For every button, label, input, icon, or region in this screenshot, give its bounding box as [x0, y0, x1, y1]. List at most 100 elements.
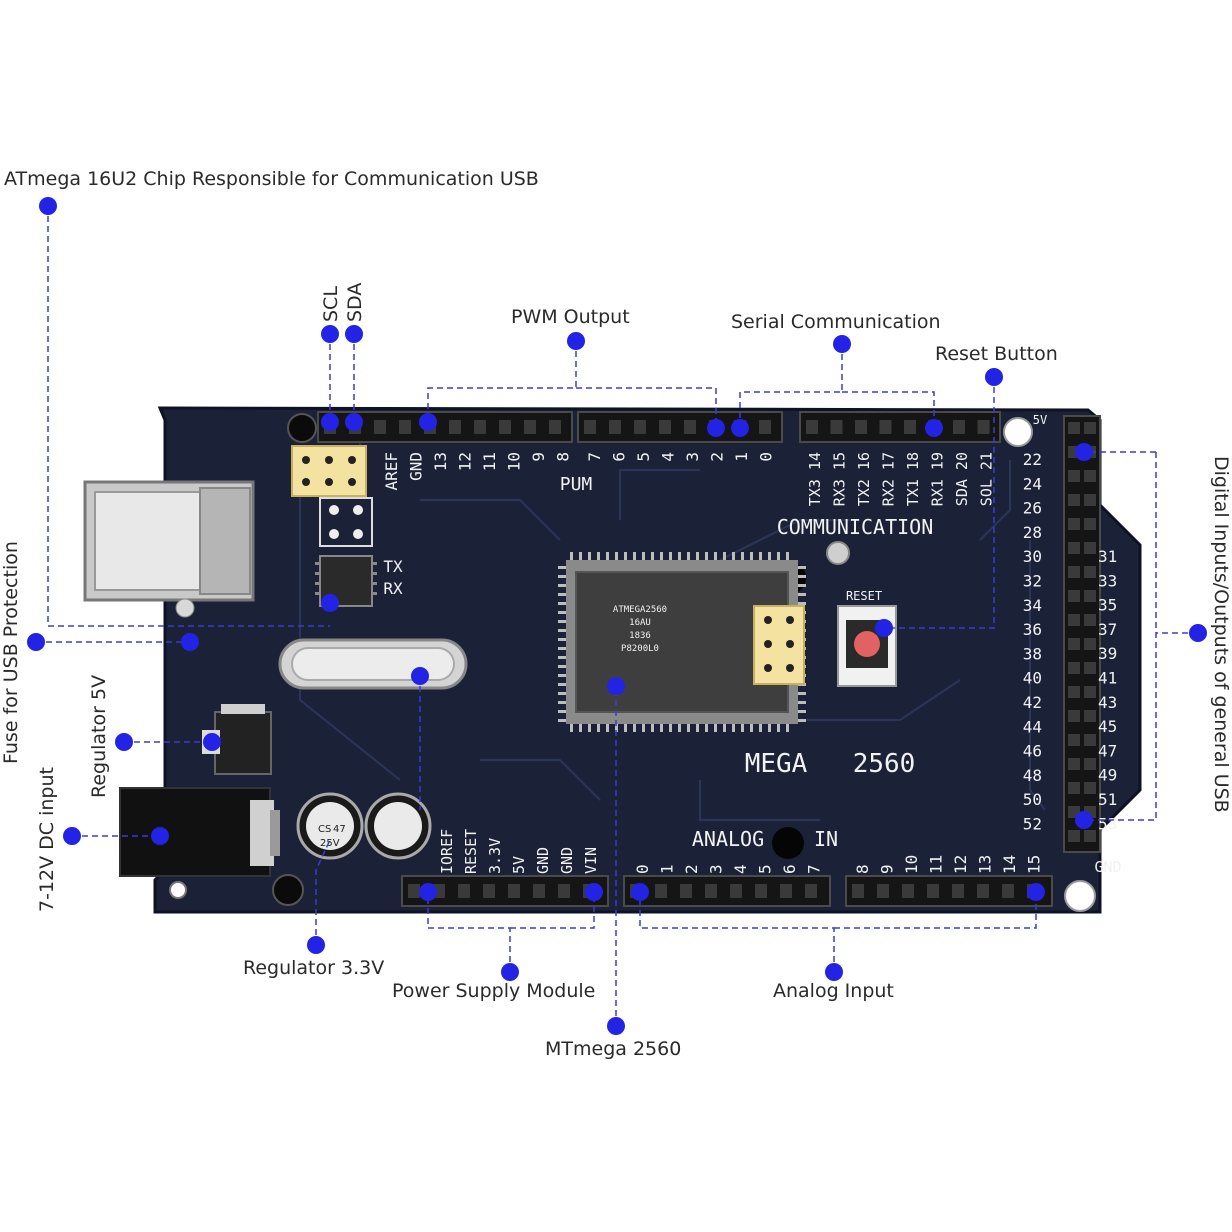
- label-scl: SCL: [320, 286, 342, 322]
- dot-16u2-chip: [321, 594, 339, 612]
- label-regulator-5v: Regulator 5V: [88, 674, 110, 798]
- silk-pin-label: TX3 14: [806, 452, 824, 506]
- label-mtmega-2560: MTmega 2560: [545, 1038, 682, 1060]
- header-pin: [755, 884, 767, 898]
- header-pin: [533, 884, 545, 898]
- mcu-pin: [558, 701, 566, 704]
- silk-pin-label: 2: [708, 452, 727, 462]
- mcu-pin: [642, 552, 645, 560]
- header-pin: [1084, 782, 1096, 794]
- silk-digital-left: 22: [1023, 450, 1042, 469]
- header-pin: [1084, 758, 1096, 770]
- silk-pin-label: 4: [659, 452, 678, 462]
- label-fuse-usb: Fuse for USB Protection: [0, 541, 22, 764]
- rx-silk: RX: [383, 579, 403, 598]
- mcu-pin: [558, 674, 566, 677]
- mcu-pin: [624, 552, 627, 560]
- silk-pin-label: GND: [534, 847, 552, 874]
- silk-pin-label: 15: [1025, 855, 1044, 874]
- header-pin: [852, 884, 864, 898]
- header-pin: [1068, 662, 1080, 674]
- mcu-pin: [759, 552, 762, 560]
- header-pin: [904, 420, 916, 434]
- dot-scl-pin: [321, 413, 339, 431]
- silk-pin-label: 12: [951, 855, 970, 874]
- header-pin: [1084, 566, 1096, 578]
- header-pin: [952, 884, 964, 898]
- mcu-text-3: 1836: [629, 631, 651, 641]
- header-pin: [1068, 566, 1080, 578]
- mcu-pin: [678, 724, 681, 732]
- header-pin: [759, 420, 771, 434]
- mcu-pin: [579, 724, 582, 732]
- silk-pin-label: 5: [634, 452, 653, 462]
- silk-pin-label: GND: [558, 847, 576, 874]
- mcu-pin: [714, 552, 717, 560]
- header-pin: [1068, 830, 1080, 842]
- dot-regulator-5v: [115, 733, 133, 751]
- header-pin: [1084, 830, 1096, 842]
- mcu-pin: [678, 552, 681, 560]
- silk-pin-label: 14: [1000, 855, 1019, 874]
- header-pin: [730, 884, 742, 898]
- mcu-pin: [558, 620, 566, 623]
- silk-digital-left: 38: [1023, 644, 1042, 663]
- silk-digital-left: 26: [1023, 499, 1042, 518]
- crystal: [278, 638, 468, 690]
- header-pin: [1084, 494, 1096, 506]
- silk-digital-right: 43: [1098, 693, 1117, 712]
- silk-digital-left: 52: [1023, 815, 1042, 834]
- header-pin: [1084, 470, 1096, 482]
- dot-power-start: [419, 883, 437, 901]
- header-pin: [1068, 782, 1080, 794]
- mcu-pin: [777, 724, 780, 732]
- dot-serial: [833, 335, 851, 353]
- dot-regulator-33v-part: [411, 667, 429, 685]
- mcu-pin: [786, 552, 789, 560]
- label-serial-communication: Serial Communication: [731, 311, 941, 333]
- silk-pin-label: 3: [707, 864, 726, 874]
- header-pin: [1084, 542, 1096, 554]
- mcu-pin: [723, 552, 726, 560]
- mcu-pin: [633, 724, 636, 732]
- header-pin: [524, 420, 536, 434]
- mcu-pin: [558, 593, 566, 596]
- header-pin: [1068, 422, 1080, 434]
- dot-digital-bottom: [1075, 811, 1093, 829]
- header-pin: [977, 420, 990, 434]
- mcu-pin: [558, 683, 566, 686]
- label-dc-input: 7-12V DC input: [36, 767, 58, 912]
- mcu-pin: [558, 602, 566, 605]
- label-regulator-33v: Regulator 3.3V: [243, 957, 385, 979]
- silk-pin-label: 3: [683, 452, 702, 462]
- comm-silk: COMMUNICATION: [777, 515, 934, 539]
- header-pin: [879, 420, 892, 434]
- silk-pin-label: 9: [878, 864, 897, 874]
- silk-pin-label: 5V: [510, 856, 528, 874]
- header-pin: [1002, 884, 1014, 898]
- silk-pin-label: VIN: [582, 847, 600, 874]
- header-pin: [1084, 590, 1096, 602]
- label-pwm-output: PWM Output: [511, 306, 630, 328]
- header-pin: [780, 884, 792, 898]
- header-pin: [680, 884, 692, 898]
- header-pin: [1068, 734, 1080, 746]
- mcu-text-4: P8200L0: [621, 644, 659, 654]
- dot-dc-jack: [151, 827, 169, 845]
- header-pin: [902, 884, 914, 898]
- silk-pin-label: 0: [757, 452, 776, 462]
- silk-pin-label: AREF: [382, 452, 401, 491]
- label-reset-button: Reset Button: [935, 343, 1058, 365]
- mcu-pin: [714, 724, 717, 732]
- dot-analog: [825, 963, 843, 981]
- silk-pin-label: 11: [927, 855, 946, 874]
- mcu-pin: [768, 552, 771, 560]
- dot-serial-end: [925, 419, 943, 437]
- header-pin: [1084, 734, 1096, 746]
- dot-power-supply: [501, 963, 519, 981]
- mcu-pin: [705, 552, 708, 560]
- mcu-pin: [558, 638, 566, 641]
- dot-reset-button: [875, 619, 893, 637]
- icsp-headers: [291, 445, 805, 685]
